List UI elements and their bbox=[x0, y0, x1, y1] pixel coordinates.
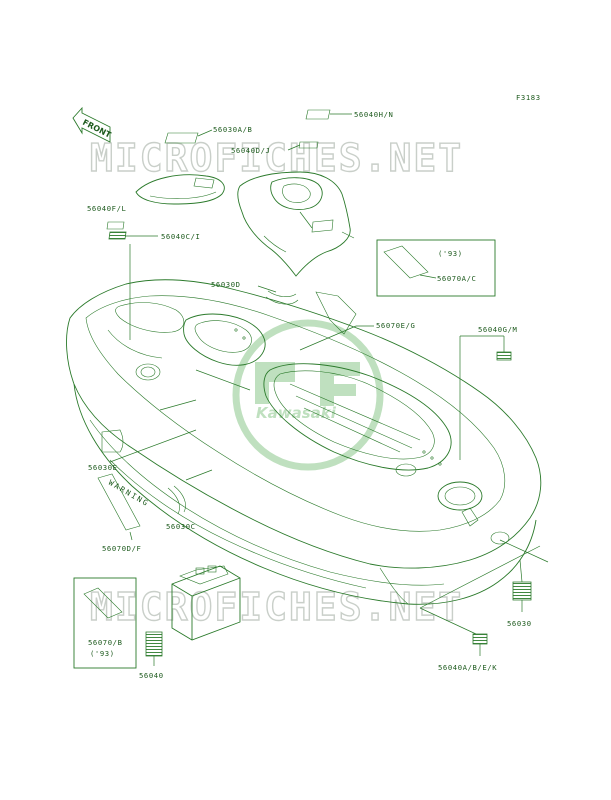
label-56030E: 56030E bbox=[88, 463, 118, 472]
logo-text: Kawasaki bbox=[256, 404, 337, 422]
label-56030AB: 56030A/B bbox=[213, 125, 252, 134]
battery-part bbox=[171, 565, 241, 641]
handle-pole-cover bbox=[237, 171, 355, 277]
decal-56030E bbox=[101, 429, 197, 463]
decal-56040HN bbox=[305, 109, 352, 120]
label-56040: 56040 bbox=[139, 671, 164, 680]
decal-56040DJ bbox=[287, 141, 319, 151]
decal-56040GM bbox=[459, 335, 512, 460]
decal-56030AB bbox=[164, 129, 213, 144]
kawasaki-logo: Kawasaki bbox=[232, 319, 384, 471]
decal-56030 bbox=[499, 539, 549, 612]
label-year93a: ('93) bbox=[438, 249, 463, 258]
label-56070EG: 56070E/G bbox=[376, 321, 415, 330]
label-56040DJ: 56040D/J bbox=[231, 146, 270, 155]
label-56040CI: 56040C/I bbox=[161, 232, 200, 241]
decal-56040ABEK bbox=[419, 545, 541, 656]
watermark-bottom: MICROFICHES.NET bbox=[90, 585, 463, 629]
figure-id: F3183 bbox=[516, 93, 541, 102]
label-56030C: 56030C bbox=[166, 522, 196, 531]
label-56030D: 56030D bbox=[211, 280, 241, 289]
label-56030: 56030 bbox=[507, 619, 532, 628]
inset-box-56070B bbox=[73, 577, 137, 669]
label-56040HN: 56040H/N bbox=[354, 110, 393, 119]
label-56040GM: 56040G/M bbox=[478, 325, 517, 334]
decal-56040FL bbox=[106, 221, 158, 240]
label-56070DF: 56070D/F bbox=[102, 544, 141, 553]
hull-body bbox=[66, 279, 542, 605]
warning-decal-56070DF: WARNING bbox=[97, 473, 151, 541]
inset-box-56070AC bbox=[376, 239, 496, 297]
label-56040FL: 56040F/L bbox=[87, 204, 126, 213]
decal-56030C bbox=[167, 469, 213, 515]
label-56070B: 56070/B bbox=[88, 638, 123, 647]
hood-cover-part bbox=[135, 174, 225, 205]
label-year93b: ('93) bbox=[90, 649, 115, 658]
label-56070AC: 56070A/C bbox=[437, 274, 476, 283]
label-56040ABEK: 56040A/B/E/K bbox=[438, 663, 497, 672]
decal-56040 bbox=[145, 631, 163, 666]
